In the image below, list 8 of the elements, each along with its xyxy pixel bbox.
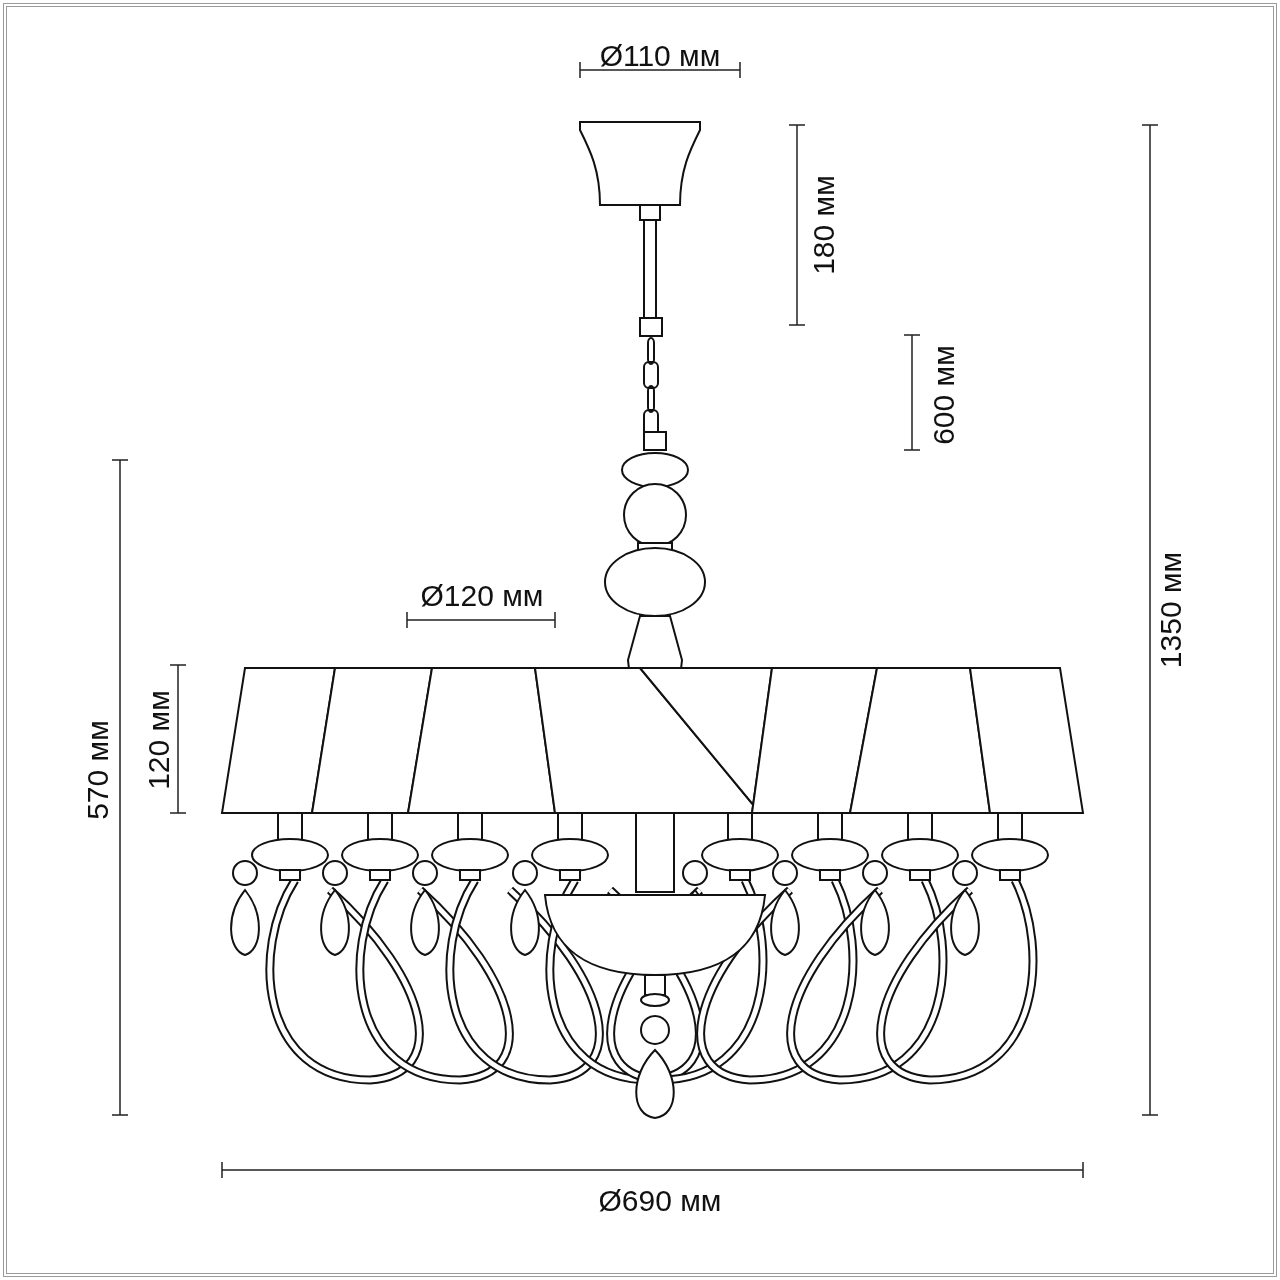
dimension-label: Ø110 мм — [599, 38, 721, 72]
dimension-label: 570 мм — [80, 720, 114, 820]
dimension-label: Ø690 мм — [598, 1183, 722, 1217]
dimension-label: Ø120 мм — [420, 578, 544, 612]
dimension-label: 1350 мм — [1153, 551, 1187, 669]
dimension-label: 180 мм — [806, 175, 840, 275]
dimension-label: 120 мм — [141, 690, 175, 790]
dimension-label: 600 мм — [926, 345, 960, 445]
